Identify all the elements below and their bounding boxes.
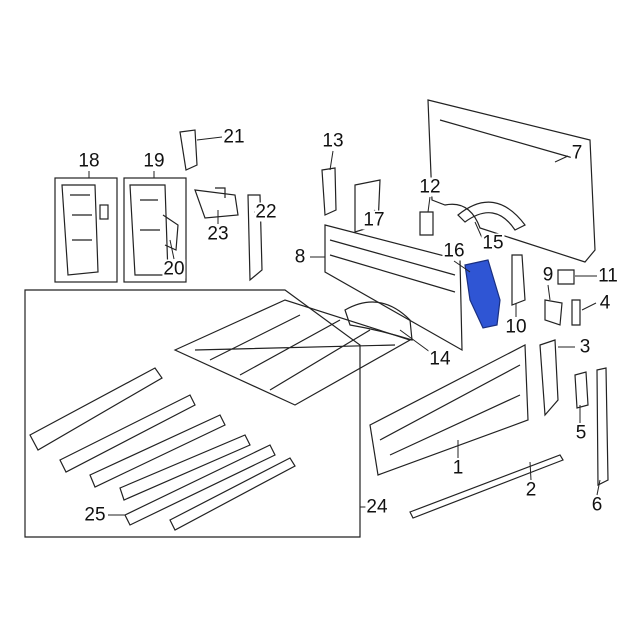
callout-17[interactable]: 17 — [362, 209, 386, 231]
part-14 — [344, 301, 413, 341]
callout-2[interactable]: 2 — [524, 479, 538, 501]
callout-6[interactable]: 6 — [590, 494, 604, 516]
callout-10[interactable]: 10 — [504, 316, 528, 338]
callout-5[interactable]: 5 — [574, 422, 588, 444]
callout-24[interactable]: 24 — [365, 496, 389, 518]
callout-15[interactable]: 15 — [481, 232, 505, 254]
callout-4[interactable]: 4 — [598, 292, 612, 314]
crossmember-4 — [119, 434, 251, 501]
crossmember-1 — [29, 367, 163, 451]
part-19-box — [123, 177, 187, 283]
callout-7[interactable]: 7 — [570, 142, 584, 164]
callout-14[interactable]: 14 — [428, 348, 452, 370]
part-3 — [539, 339, 559, 417]
callout-1[interactable]: 1 — [451, 457, 465, 479]
callout-9[interactable]: 9 — [541, 264, 555, 286]
callout-23[interactable]: 23 — [206, 223, 230, 245]
part-16 — [464, 259, 501, 329]
part-4 — [571, 299, 581, 326]
crossmember-6 — [169, 457, 296, 531]
part-24-floor — [173, 299, 412, 406]
callout-25[interactable]: 25 — [83, 504, 107, 526]
callout-21[interactable]: 21 — [222, 126, 246, 148]
callout-12[interactable]: 12 — [418, 176, 442, 198]
callout-8[interactable]: 8 — [293, 246, 307, 268]
callout-11[interactable]: 11 — [597, 265, 619, 287]
part-10 — [511, 254, 526, 306]
part-9 — [544, 299, 563, 326]
part-18-clip — [99, 204, 109, 220]
part-23 — [194, 187, 239, 219]
part-22 — [247, 194, 263, 282]
part-7 — [427, 99, 596, 263]
callout-19[interactable]: 19 — [142, 150, 166, 172]
part-12 — [419, 211, 434, 236]
part-13 — [321, 167, 337, 216]
part-18-box — [54, 177, 118, 283]
part-8 — [324, 224, 463, 352]
part-18 — [61, 184, 99, 276]
part-11 — [557, 269, 575, 285]
callout-13[interactable]: 13 — [321, 130, 345, 152]
callout-20[interactable]: 20 — [162, 258, 186, 280]
crossmember-5 — [124, 444, 276, 526]
callout-18[interactable]: 18 — [77, 150, 101, 172]
part-15 — [457, 201, 526, 231]
part-2 — [409, 454, 564, 519]
part-5 — [574, 371, 589, 409]
crossmember-3 — [89, 414, 226, 488]
callout-22[interactable]: 22 — [254, 201, 278, 223]
callout-16[interactable]: 16 — [442, 240, 466, 262]
part-1 — [369, 344, 529, 476]
part-24-box — [24, 289, 361, 538]
part-21 — [179, 129, 198, 171]
crossmember-2 — [59, 394, 196, 473]
callout-3[interactable]: 3 — [578, 336, 592, 358]
part-6 — [596, 367, 609, 486]
part-20 — [162, 214, 179, 251]
